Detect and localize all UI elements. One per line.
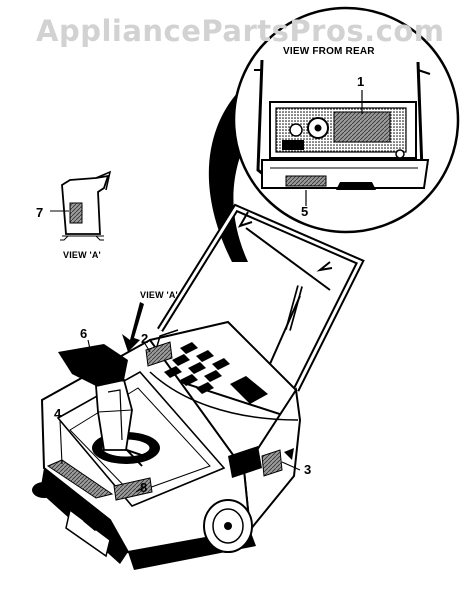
callout-1: 1 — [357, 74, 365, 89]
leader-lines — [59, 339, 301, 493]
callout-2: 2 — [141, 331, 149, 346]
magnifier-cone — [208, 92, 268, 262]
view-a-detail — [50, 170, 112, 241]
callout-5: 5 — [301, 204, 309, 219]
view-a-detail-caption: VIEW 'A' — [63, 250, 101, 260]
rear-view-detail — [232, 6, 460, 234]
callout-4: 4 — [54, 406, 62, 421]
watermark: AppliancePartsPros.com — [36, 14, 445, 48]
handle-bar — [157, 203, 365, 392]
view-a-pointer-caption: VIEW 'A' — [140, 290, 178, 300]
discharge-chute — [58, 344, 133, 451]
callout-7: 7 — [36, 205, 44, 220]
view-a-arrow — [122, 302, 144, 352]
callout-8: 8 — [140, 480, 148, 495]
view-from-rear-caption: VIEW FROM REAR — [283, 46, 375, 57]
callout-3: 3 — [304, 462, 312, 477]
callout-6: 6 — [80, 326, 88, 341]
